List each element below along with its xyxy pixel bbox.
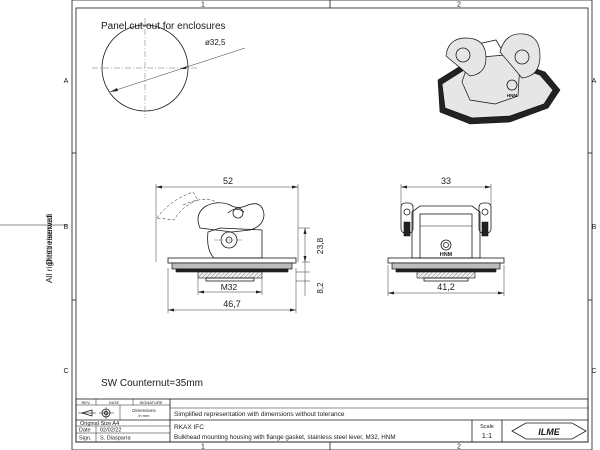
- row-label-a: A: [64, 78, 69, 85]
- side-boss: [440, 239, 452, 251]
- ilme-logo: ILME: [511, 422, 587, 440]
- projection-symbol-icon: [78, 407, 114, 419]
- original-size: Original Size A4: [80, 421, 119, 427]
- front-flange: [167, 257, 297, 264]
- row-label-b: B: [64, 224, 69, 231]
- side-width-bottom: 41,2: [437, 282, 455, 292]
- dimensions-unit: in mm: [139, 413, 151, 418]
- product-description: Bulkhead mounting housing with flange ga…: [174, 434, 396, 441]
- side-note-right: All rights reserved: [44, 215, 54, 283]
- signature-header-label: SIGNATURE: [139, 400, 162, 405]
- panel-cutout-title: Panel cut-out for enclosures: [101, 21, 226, 32]
- dimensions-label: Dimensions: [132, 408, 156, 413]
- column-label-2: 2: [457, 2, 461, 9]
- panel-cutout-view: Panel cut-out for enclosures ø32,5: [92, 18, 246, 118]
- sign-value: S. Diasparra: [100, 436, 132, 442]
- front-thread-label: M32: [221, 282, 238, 292]
- front-width-top: 52: [223, 176, 233, 186]
- product-code: RKAX IFC: [174, 424, 204, 431]
- side-width-top: 33: [441, 176, 451, 186]
- cutout-diameter-label: ø32,5: [205, 38, 226, 47]
- sign-key: Sign.: [79, 436, 92, 442]
- date-header-label: DATE: [109, 400, 120, 405]
- description-top: Simplified representation with dimension…: [174, 411, 345, 418]
- side-note-left: Diritti riservati: [44, 213, 54, 265]
- title-block: REV. DATE SIGNATURE Dimensions in mm Sim…: [75, 398, 589, 443]
- row-label-c: C: [63, 368, 68, 375]
- side-view: 33 HNM 41,2: [387, 176, 505, 296]
- isometric-view: HNM: [437, 33, 561, 125]
- column-label-1: 1: [201, 2, 205, 9]
- iso-brand: HNM: [507, 93, 517, 98]
- row-label-a-right: A: [592, 78, 597, 85]
- rev-label: REV.: [82, 400, 91, 405]
- row-label-c-right: C: [591, 368, 596, 375]
- row-label-b-right: B: [592, 224, 597, 231]
- side-brand: HNM: [440, 252, 453, 258]
- scale-label: Scale: [480, 424, 494, 430]
- front-width-bottom: 46,7: [223, 299, 241, 309]
- front-height-small: 8,2: [316, 282, 325, 294]
- ilme-logo-text: ILME: [538, 427, 560, 437]
- scale-value: 1:1: [482, 431, 492, 440]
- front-height-right: 23,8: [315, 237, 325, 254]
- date-value: 02/02/22: [100, 428, 121, 434]
- column-label-1-bottom: 1: [201, 444, 205, 450]
- date-key: Date: [79, 428, 91, 434]
- counternut-note: SW Counternut=35mm: [101, 378, 203, 389]
- front-view: 52 23,8 8,2: [155, 176, 325, 313]
- column-label-2-bottom: 2: [457, 444, 461, 450]
